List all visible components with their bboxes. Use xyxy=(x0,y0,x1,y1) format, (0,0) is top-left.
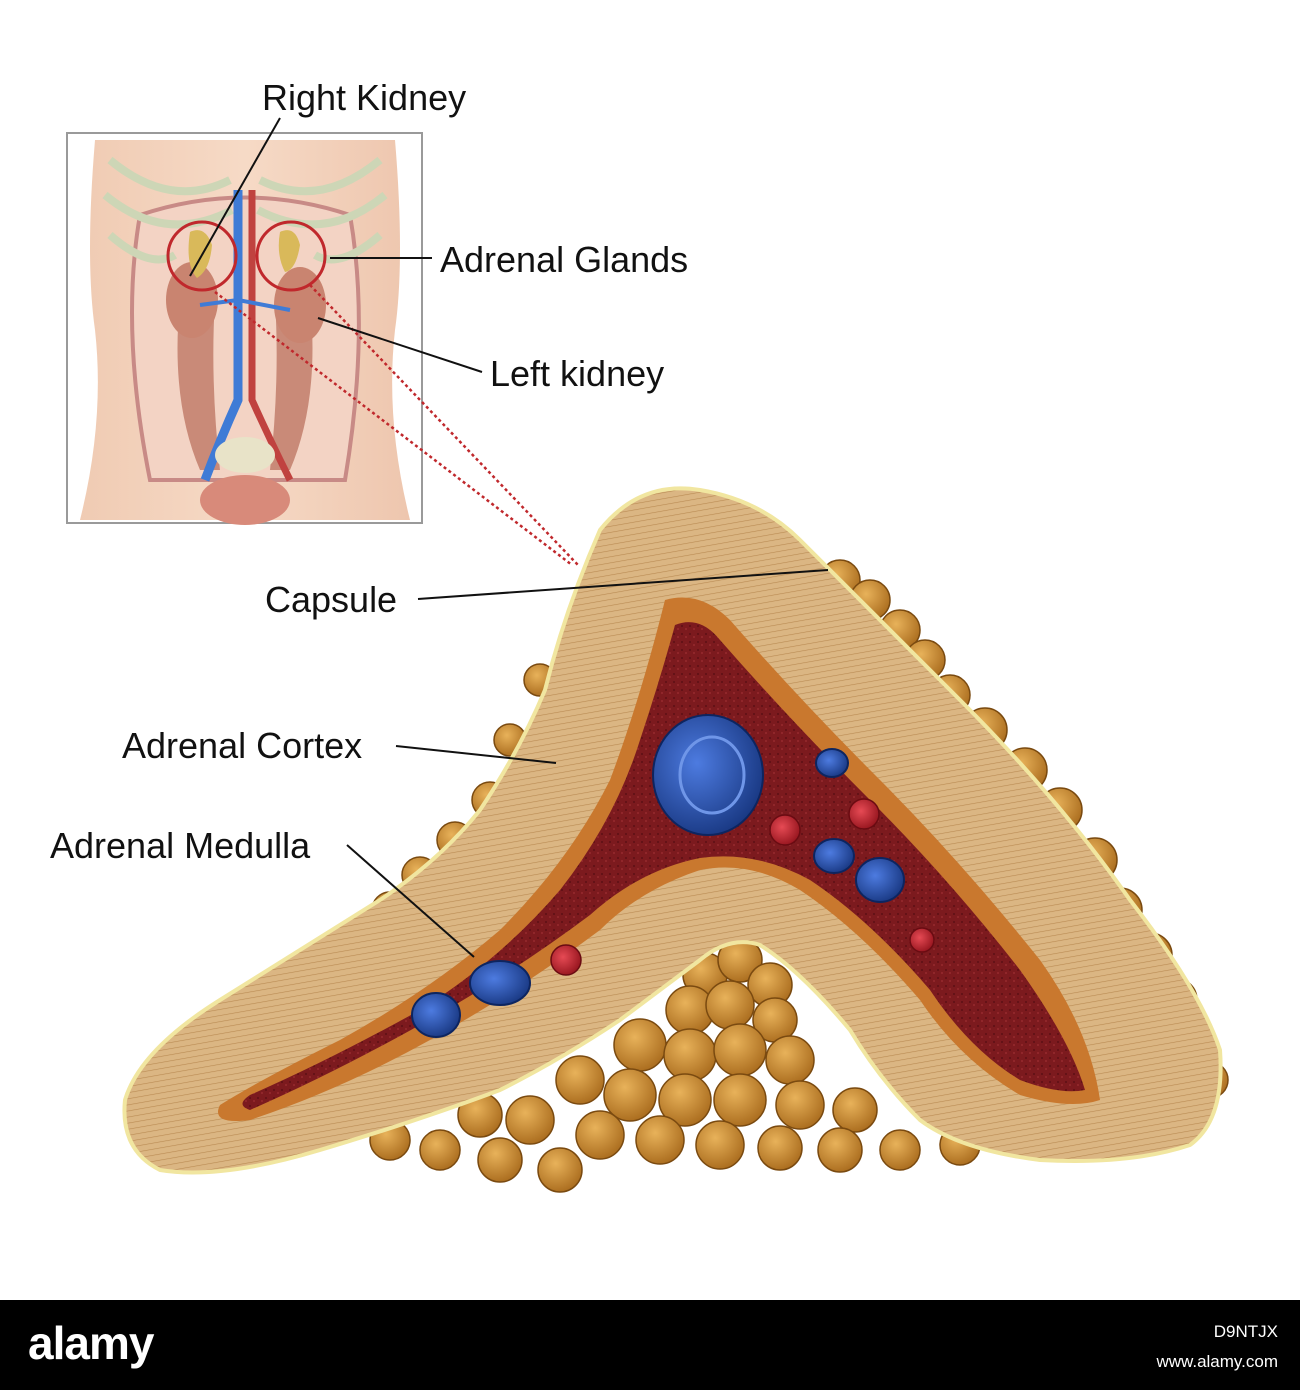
vein-small-2 xyxy=(813,838,855,874)
torso-inset xyxy=(66,132,423,525)
left-adrenal-highlight xyxy=(255,220,327,292)
label-adrenal-cortex: Adrenal Cortex xyxy=(122,725,363,766)
spine-base xyxy=(215,437,275,473)
rib-cage xyxy=(102,156,388,264)
adrenal-cross-section xyxy=(122,486,1229,1193)
adrenal-diagram-svg xyxy=(66,117,1229,1193)
site-url[interactable]: www.alamy.com xyxy=(1156,1352,1278,1371)
aorta xyxy=(248,190,294,482)
footer-bar: alamy D9NTJX www.alamy.com xyxy=(0,1300,1300,1390)
leader-left-kidney xyxy=(317,317,483,373)
vein-small-1 xyxy=(815,748,849,778)
artery-2 xyxy=(848,798,880,830)
image-id: D9NTJX xyxy=(1213,1322,1278,1341)
vein-small-4 xyxy=(469,960,531,1006)
label-adrenal-glands: Adrenal Glands xyxy=(440,239,689,280)
leader-adrenal-medulla xyxy=(346,844,475,958)
artery-1 xyxy=(769,814,801,846)
diagram-canvas: Right Kidney Adrenal Glands Left kidney … xyxy=(50,77,1229,1193)
vein-large-highlight xyxy=(678,735,746,815)
bladder xyxy=(200,475,290,525)
leader-capsule xyxy=(417,569,829,600)
artery-3 xyxy=(909,927,935,953)
label-right-kidney: Right Kidney xyxy=(262,77,467,118)
renal-veins xyxy=(199,298,291,312)
vein-small-3 xyxy=(855,857,905,903)
vena-cava xyxy=(200,190,243,482)
veins xyxy=(411,714,905,1038)
left-kidney-inset xyxy=(274,267,326,343)
leader-adrenal-cortex xyxy=(395,745,557,764)
label-left-kidney: Left kidney xyxy=(490,353,665,394)
muscle-left xyxy=(177,300,220,470)
brand-logo: alamy xyxy=(28,1317,154,1369)
adrenal-medulla-region xyxy=(242,622,1085,1110)
right-adrenal-highlight xyxy=(166,220,238,292)
callout-dotted-lines xyxy=(214,284,579,566)
label-capsule: Capsule xyxy=(265,579,398,620)
vein-large xyxy=(652,714,764,836)
vein-small-5 xyxy=(411,992,461,1038)
right-adrenal-inset xyxy=(188,230,212,278)
leader-lines xyxy=(189,117,829,958)
arteries xyxy=(550,798,935,976)
label-adrenal-medulla: Adrenal Medulla xyxy=(50,825,311,866)
leader-right-kidney xyxy=(189,117,281,277)
artery-4 xyxy=(550,944,582,976)
left-adrenal-inset xyxy=(278,230,300,272)
